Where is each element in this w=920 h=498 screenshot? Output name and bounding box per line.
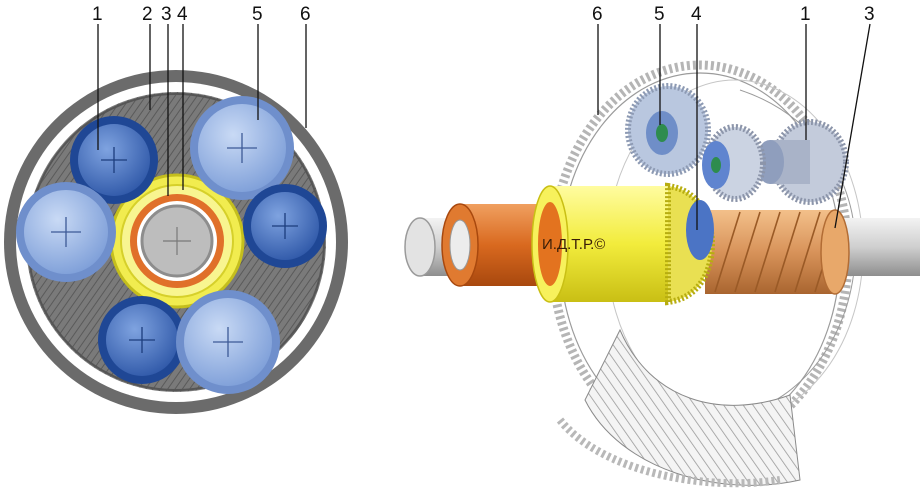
- planet-gear-middle: [702, 124, 766, 202]
- left-label-5: 5: [252, 4, 263, 25]
- planet-gear-back-1: [756, 119, 849, 205]
- right-label-1: 1: [800, 4, 811, 25]
- planet-gear-right: [243, 184, 327, 268]
- left-label-2: 2: [142, 4, 153, 25]
- planet-gear-bottom-right: [176, 290, 280, 394]
- brown-sun-gear: [705, 209, 850, 295]
- planet-gear-left: [16, 182, 116, 282]
- watermark: И.Д.Т.Р.©: [542, 236, 605, 253]
- planet-gear-top-left: [70, 116, 158, 204]
- front-planet-gear: [686, 200, 714, 260]
- right-label-3: 3: [864, 4, 875, 25]
- right-label-5: 5: [654, 4, 665, 25]
- left-label-3: 3: [161, 4, 172, 25]
- left-label-4: 4: [177, 4, 188, 25]
- right-perspective-view: И.Д.Т.Р.© 6 5 4 1 3: [404, 4, 920, 488]
- planet-gear-back-5: [625, 83, 711, 177]
- planet-gear-bottom-left: [98, 296, 186, 384]
- left-label-1: 1: [92, 4, 103, 25]
- left-cross-section: 1 2 3 4 5 6: [4, 4, 348, 414]
- right-leader-lines: [597, 23, 871, 230]
- left-label-6: 6: [300, 4, 311, 25]
- right-label-6: 6: [592, 4, 603, 25]
- ring-gear-perspective: [547, 60, 864, 488]
- planet-gear-top-right: [190, 96, 294, 200]
- left-leader-lines: [97, 24, 307, 196]
- right-label-4: 4: [691, 4, 702, 25]
